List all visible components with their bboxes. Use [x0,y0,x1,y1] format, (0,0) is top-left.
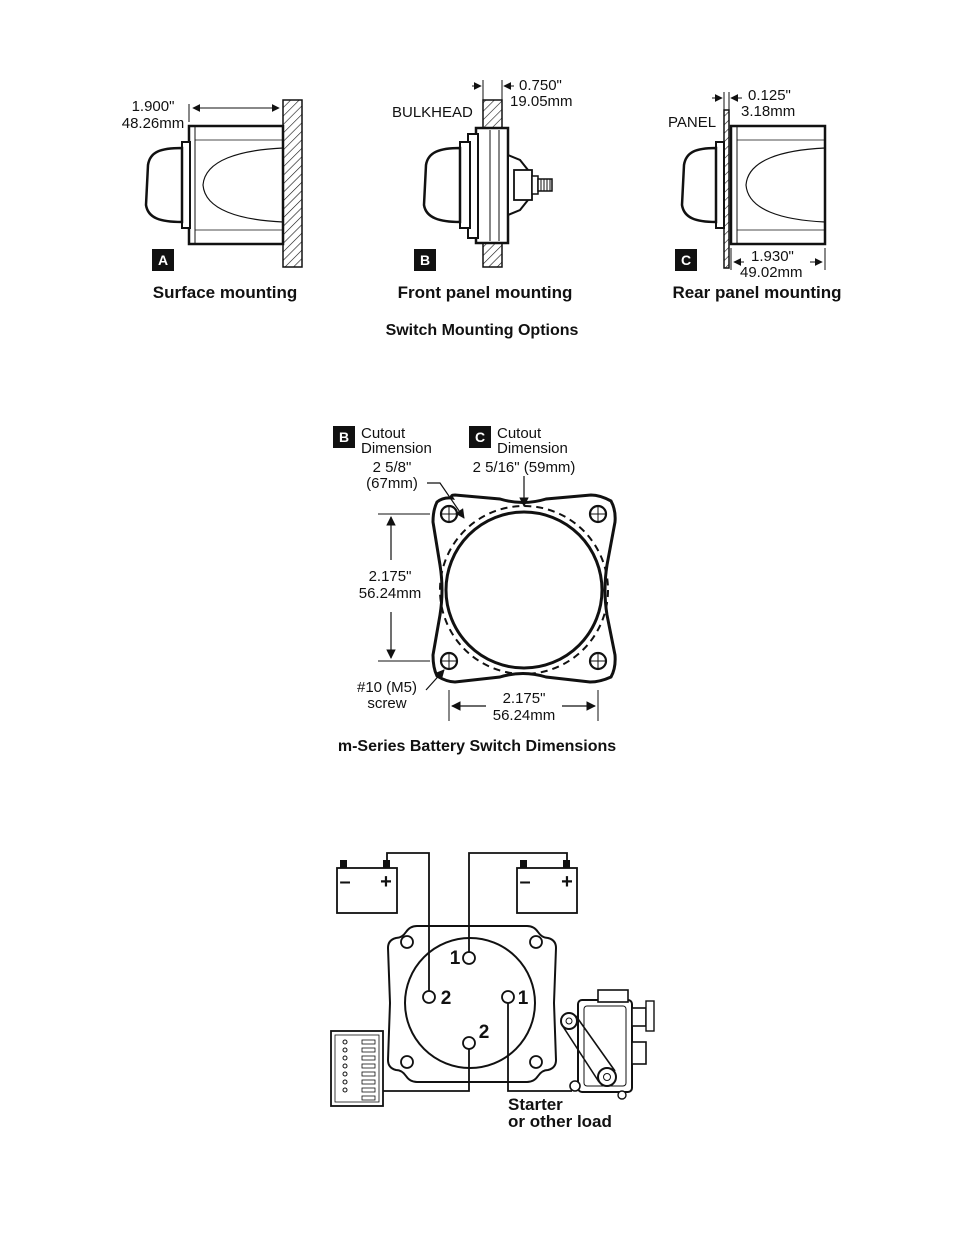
mount-a-knob [144,146,184,224]
terminal-bottom [462,1036,476,1050]
dim-b-line2: Dimension [361,440,432,457]
dim-c-badge-label: C [475,429,485,445]
dimension-drawing [333,426,617,721]
load-label-1: Starter [508,1095,563,1114]
mount-a-caption: Surface mounting [153,283,298,302]
battery-right-pos-label: + [561,871,573,893]
dim-b-badge [333,426,355,448]
dim-vert-in: 2.175" [369,568,412,585]
mount-b-caption: Front panel mounting [398,283,573,302]
dim-b-line1: Cutout [361,425,406,442]
terminal-bottom-label: 2 [479,1022,490,1043]
mount-c-dim-mm: 3.18mm [741,103,795,120]
screw-label-2: screw [367,695,406,712]
mount-b-drawing [414,80,553,271]
battery-left [336,860,398,914]
dimensions-title-prefix: m [338,738,352,755]
cutout-b-circle [439,505,609,675]
mount-b-badge-label: B [420,252,430,268]
terminal-top [462,951,476,965]
battery-right [516,860,578,914]
distribution-panel [330,1030,384,1107]
terminal-left [422,990,436,1004]
dim-c-line2: Dimension [497,440,568,457]
terminal-right-label: 1 [518,988,529,1009]
mount-c-caption: Rear panel mounting [672,283,841,302]
dim-c-line1: Cutout [497,425,542,442]
wiring-drawing [330,852,655,1107]
dim-b-badge-label: B [339,429,349,445]
dim-horiz-in: 2.175" [503,690,546,707]
dim-c-size: 2 5/16" (59mm) [473,459,576,476]
battery-left-pos-label: + [380,871,392,893]
mount-c-badge [675,249,697,271]
mount-a-drawing [144,99,303,271]
dimensions-title: m-Series Battery Switch Dimensions [338,738,616,755]
load-label-2: or other load [508,1112,612,1131]
wire-load [507,1003,572,1092]
dim-b-size-mm: (67mm) [366,475,418,492]
mount-c-dim2-mm: 49.02mm [740,264,803,281]
screw-hole-bl [439,651,459,671]
mount-c-dim2-in: 1.930" [751,248,794,265]
mount-a-dim-mm: 48.26mm [122,115,185,132]
screw-hole-tl [439,504,459,524]
mount-b-dim-in: 0.750" [519,77,562,94]
wire-left-battery [386,852,430,991]
mount-b-knob [422,146,462,224]
mount-c-drawing [675,92,827,271]
mount-b-badge [414,249,436,271]
dimensions-title-rest: -Series Battery Switch Dimensions [352,738,616,755]
battery-right-neg-label: – [519,871,530,893]
wire-right-battery [468,852,568,952]
mount-a-wall [282,99,303,268]
mount-b-dim-mm: 19.05mm [510,93,573,110]
wiring-switch-face [404,937,536,1069]
mounting-title: Switch Mounting Options [386,322,579,339]
cutout-c-circle [444,510,604,670]
dim-horiz-mm: 56.24mm [493,707,556,724]
screw-hole-tr [588,504,608,524]
mount-c-body [729,124,827,246]
mount-a-body [187,124,285,246]
mount-b-bulkhead-label: BULKHEAD [392,104,473,121]
terminal-top-label: 1 [450,948,461,969]
terminal-left-label: 2 [441,988,452,1009]
wire-panel [383,1049,470,1092]
terminal-right [501,990,515,1004]
mount-c-panel-label: PANEL [668,114,716,131]
screw-label-1: #10 (M5) [357,679,417,696]
dim-vert-mm: 56.24mm [359,585,422,602]
dim-c-badge [469,426,491,448]
dim-b-size: 2 5/8" [373,459,412,476]
starter-motor [560,989,655,1100]
mount-c-dim-in: 0.125" [748,87,791,104]
mount-a-badge [152,249,174,271]
mount-c-badge-label: C [681,252,691,268]
mount-c-knob [680,146,718,224]
mount-a-dim-in: 1.900" [132,98,175,115]
mount-a-badge-label: A [158,252,168,268]
screw-hole-br [588,651,608,671]
battery-left-neg-label: – [339,871,350,893]
